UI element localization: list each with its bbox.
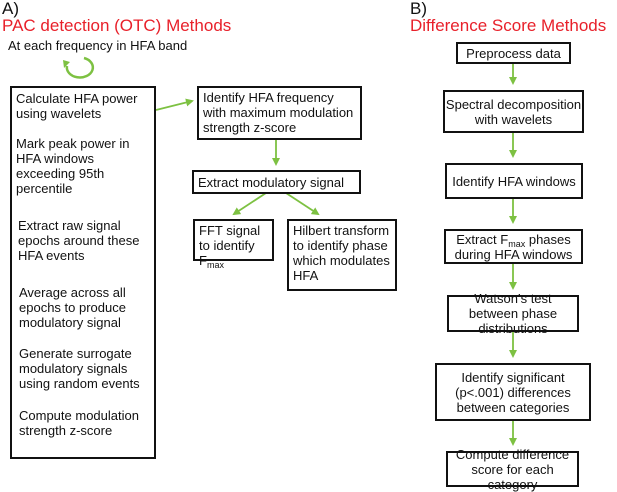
panel-a-title: PAC detection (OTC) Methods (2, 16, 232, 35)
fft-signal-box: FFT signal to identify Fmax (193, 219, 274, 270)
step-compute-z-score: Compute modulation strength z-score (19, 408, 139, 438)
panel-a-subtitle: At each frequency in HFA band (8, 38, 188, 53)
extract-fmax-pre: Extract F (456, 231, 509, 247)
watsons-test-box: Watson’s test between phase distribution… (447, 291, 579, 336)
step-average-epochs: Average across all epochs to produce mod… (19, 285, 126, 330)
compute-difference-score-box: Compute difference score for each catego… (446, 447, 579, 492)
fft-signal-subscript: max (206, 260, 224, 270)
panel-b-letter: B) (410, 0, 427, 18)
extract-modulatory-signal-box: Extract modulatory signal (192, 170, 361, 194)
preprocess-data-box: Preprocess data (456, 42, 571, 64)
step-extract-raw-signal: Extract raw signal epochs around these H… (18, 218, 140, 263)
identify-significant-box: Identify significant (p<.001) difference… (435, 363, 591, 421)
extract-fmax-subscript: max (508, 238, 526, 249)
spectral-decomposition-box: Spectral decomposition with wavelets (443, 90, 584, 133)
panel-a-letter: A) (2, 0, 19, 18)
extract-fmax-phases-text: Extract Fmax phases during HFA windows (446, 232, 581, 262)
extract-fmax-phases-box: Extract Fmax phases during HFA windows (444, 229, 583, 264)
fft-signal-text: FFT signal to identify F (199, 223, 261, 268)
step-calculate-hfa-power: Calculate HFA power using wavelets (16, 91, 138, 121)
panel-a-flow-arrows (155, 98, 320, 216)
hilbert-transform-box: Hilbert transform to identify phase whic… (287, 219, 397, 291)
step-mark-peak-power: Mark peak power in HFA windows exceeding… (16, 136, 130, 196)
panel-b-title: Difference Score Methods (410, 16, 607, 35)
panel-a-steps-box (10, 86, 156, 459)
loop-arrow-icon (63, 56, 95, 79)
extract-fmax-post: phases during HFA windows (454, 231, 573, 262)
step-generate-surrogates: Generate surrogate modulatory signals us… (19, 346, 140, 391)
identify-hfa-windows-box: Identify HFA windows (445, 163, 583, 199)
identify-hfa-frequency-box: Identify HFA frequency with maximum modu… (197, 86, 362, 140)
